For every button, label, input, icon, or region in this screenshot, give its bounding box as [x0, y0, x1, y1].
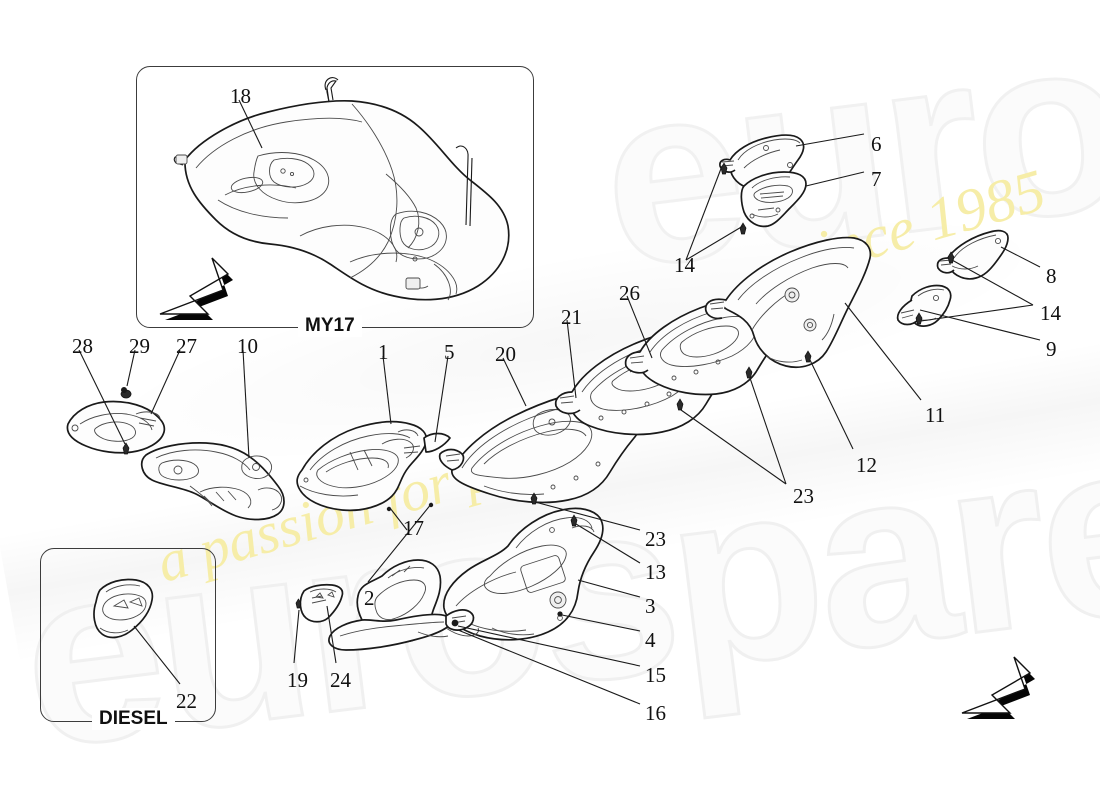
- part-10-shape: [140, 442, 285, 521]
- part-1-shape: [296, 420, 451, 512]
- part-9-shape: [896, 284, 952, 327]
- my17-direction-arrow: [159, 257, 233, 320]
- callout-number-6: 6: [871, 132, 882, 156]
- callout-number-2: 2: [364, 586, 375, 610]
- part-7-shape: [740, 171, 807, 228]
- callout-number-1: 1: [378, 340, 389, 364]
- part-18-shape: [173, 77, 510, 301]
- part-19-24-shape: [295, 583, 344, 623]
- callout-number-27: 27: [176, 334, 197, 358]
- callout-number-17: 17: [403, 516, 424, 540]
- callout-number-14: 14: [1040, 301, 1061, 325]
- part-8-shape: [936, 229, 1009, 280]
- part-27-28-29-shape: [66, 389, 166, 455]
- callout-number-16: 16: [645, 701, 666, 725]
- callout-number-7: 7: [871, 167, 882, 191]
- callout-number-10: 10: [237, 334, 258, 358]
- callout-number-20: 20: [495, 342, 516, 366]
- callout-number-9: 9: [1046, 337, 1057, 361]
- callout-number-11: 11: [925, 403, 946, 427]
- callout-number-28: 28: [72, 334, 93, 358]
- callout-number-22: 22: [176, 689, 197, 713]
- callout-number-14: 14: [674, 253, 695, 277]
- part-11-12-shape: [704, 236, 872, 369]
- callout-number-15: 15: [645, 663, 666, 687]
- callout-number-23: 23: [645, 527, 666, 551]
- callout-number-3: 3: [645, 594, 656, 618]
- callout-number-21: 21: [561, 305, 582, 329]
- callout-number-12: 12: [856, 453, 877, 477]
- callout-number-19: 19: [287, 668, 308, 692]
- callout-number-5: 5: [444, 340, 455, 364]
- callout-number-23: 23: [793, 484, 814, 508]
- callout-number-4: 4: [645, 628, 656, 652]
- group-box-my17: [136, 66, 534, 328]
- main-direction-arrow: [961, 656, 1035, 719]
- callout-number-24: 24: [330, 668, 351, 692]
- callout-number-29: 29: [129, 334, 150, 358]
- callout-number-13: 13: [645, 560, 666, 584]
- callout-number-26: 26: [619, 281, 640, 305]
- group-label-diesel: DIESEL: [92, 708, 175, 730]
- group-label-my17: MY17: [298, 315, 362, 337]
- callout-number-18: 18: [230, 84, 251, 108]
- part-22-shape: [93, 578, 154, 639]
- callout-number-8: 8: [1046, 264, 1057, 288]
